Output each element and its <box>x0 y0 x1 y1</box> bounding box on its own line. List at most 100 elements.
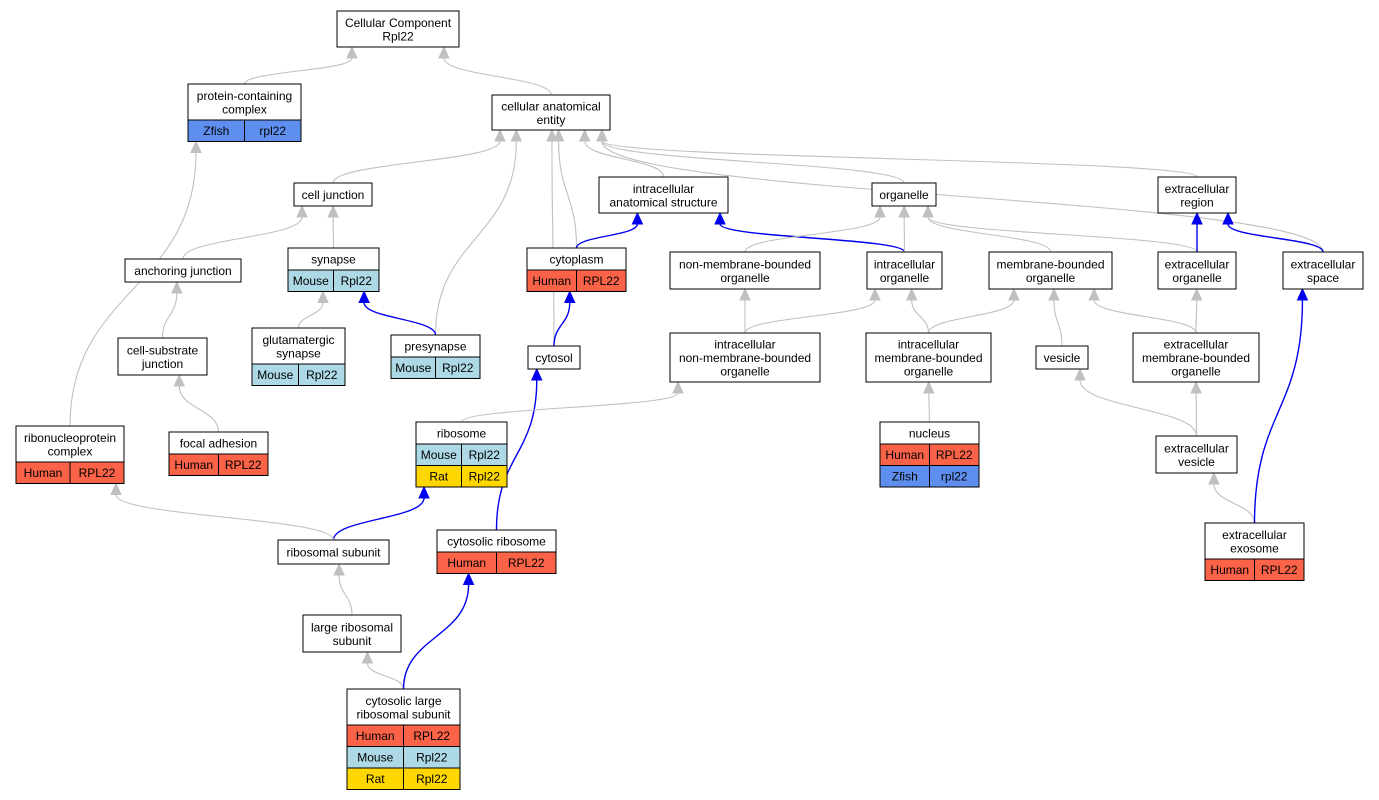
term-node-cell-junction[interactable]: cell junction <box>293 182 373 207</box>
edge-arrowhead <box>546 128 558 142</box>
species-label: Zfish <box>203 124 229 138</box>
term-label: extracellular <box>1222 528 1287 542</box>
gene-label: Rpl22 <box>341 274 373 288</box>
edge-lrs-to-rib-subunit <box>333 562 353 616</box>
edge-ext-exosome-to-ext-space <box>1253 287 1309 524</box>
gene-label: RPL22 <box>508 556 545 570</box>
gene-cell <box>929 465 980 488</box>
term-label: membrane-bounded <box>1142 351 1250 365</box>
edge-arrowhead <box>739 287 751 301</box>
edge-focal-adh-to-csj <box>173 373 220 433</box>
edge-arrowhead <box>418 485 430 499</box>
edge-arrowhead <box>510 128 523 142</box>
edge-line <box>719 223 906 253</box>
term-label: region <box>1180 195 1213 209</box>
term-box <box>865 332 992 383</box>
edge-line <box>1079 379 1198 437</box>
edge-line <box>927 299 1015 334</box>
edge-cytoplasm-to-cae <box>552 128 578 249</box>
gene-cell <box>298 363 346 386</box>
term-label: cellular anatomical <box>501 99 600 113</box>
edge-line <box>927 216 1052 253</box>
edge-arrowhead <box>462 572 475 585</box>
edge-arrowhead <box>530 367 543 381</box>
term-box <box>669 251 821 290</box>
term-node-rib-subunit[interactable]: ribosomal subunit <box>277 539 390 565</box>
term-label: synapse <box>276 346 321 360</box>
edge-cyto-rib-to-cytosol <box>495 367 543 531</box>
term-label: membrane-bounded <box>996 257 1104 271</box>
term-label: subunit <box>333 634 372 648</box>
gene-label: RPL22 <box>79 466 116 480</box>
edge-ext-vesicle-to-vesicle <box>1074 367 1198 437</box>
gene-label: RPL22 <box>936 448 973 462</box>
term-label: anatomical structure <box>609 195 717 209</box>
term-label: organelle <box>720 271 770 285</box>
edge-arrowhead <box>438 45 450 59</box>
edge-arrowhead <box>296 204 308 218</box>
edge-arrowhead <box>317 290 329 303</box>
edge-presynapse-to-synapse <box>358 290 437 336</box>
term-box <box>1204 522 1305 560</box>
gene-label: RPL22 <box>583 274 620 288</box>
term-label: non-membrane-bounded <box>679 351 811 365</box>
edge-icell-org-to-ias <box>714 211 906 253</box>
term-label: intracellular <box>874 257 935 271</box>
term-label: intracellular <box>898 338 959 352</box>
term-node-organelle[interactable]: organelle <box>871 182 937 207</box>
term-box <box>1282 251 1364 290</box>
edge-embo-to-ext-org <box>1190 287 1203 334</box>
term-node-vesicle[interactable]: vesicle <box>1035 345 1089 370</box>
gene-label: RPL22 <box>413 729 450 743</box>
gene-cell <box>244 119 302 142</box>
edge-ribosome-to-inmbo <box>460 380 684 423</box>
term-box <box>871 182 937 207</box>
edge-line <box>601 140 1324 253</box>
term-label: intracellular <box>633 182 694 196</box>
term-node-cytosol[interactable]: cytosol <box>527 345 581 370</box>
term-label: cytoplasm <box>549 253 603 267</box>
edge-line <box>495 379 538 531</box>
edge-line <box>1213 483 1256 524</box>
edge-cae-to-cc-root <box>438 45 552 96</box>
term-node-anch-junc[interactable]: anchoring junction <box>124 258 242 283</box>
term-label: presynapse <box>404 340 466 354</box>
edge-line <box>366 662 405 690</box>
edge-line <box>363 302 437 336</box>
species-label: Human <box>174 458 213 472</box>
edge-nucleus-to-imbo <box>923 380 935 423</box>
term-node-inmbo[interactable]: intracellularnon-membrane-boundedorganel… <box>669 332 821 383</box>
edge-ext-org-to-organelle <box>922 204 1198 253</box>
edge-arrowhead <box>869 287 881 301</box>
edge-line <box>551 140 555 347</box>
term-label: space <box>1307 271 1339 285</box>
gene-label: Rpl22 <box>416 772 448 786</box>
